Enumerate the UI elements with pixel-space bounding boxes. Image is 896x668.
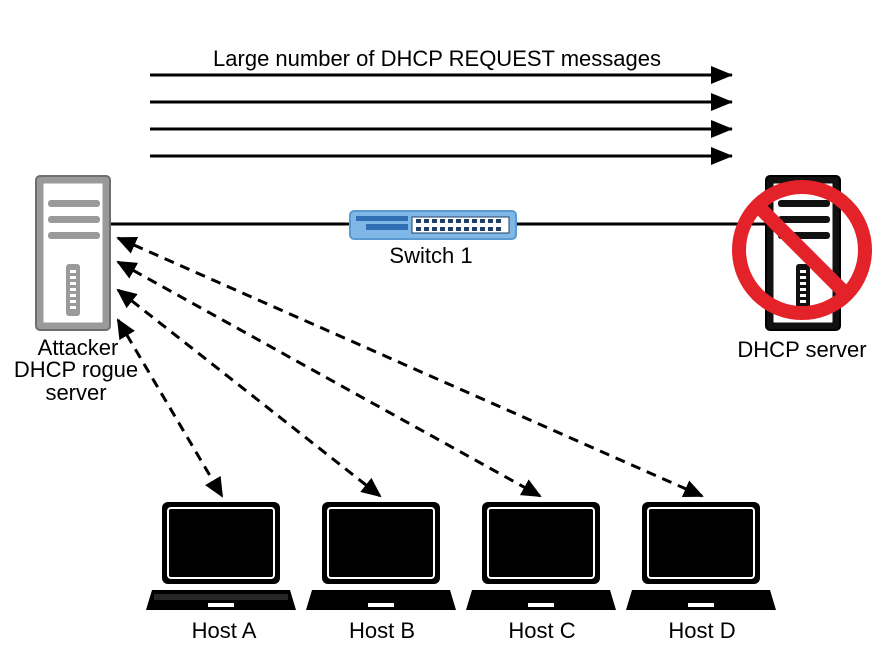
laptop-icon (146, 502, 296, 610)
attacker-label-line2: DHCP rogue (14, 357, 138, 382)
laptop-icon (626, 502, 776, 610)
host-label: Host B (349, 618, 415, 643)
rogue-dhcp-exchanges (116, 236, 704, 498)
laptop-icon (466, 502, 616, 610)
host-label: Host D (668, 618, 735, 643)
host-label: Host A (192, 618, 257, 643)
host-label: Host C (508, 618, 575, 643)
attacker-label-line1: Attacker (38, 335, 119, 360)
request-messages-label: Large number of DHCP REQUEST messages (213, 46, 661, 71)
switch-label: Switch 1 (389, 243, 472, 268)
prohibited-icon (732, 180, 872, 320)
attacker-server-icon (35, 175, 111, 331)
laptop-icon (306, 502, 456, 610)
network-switch-icon (349, 210, 517, 240)
request-arrows (150, 66, 733, 165)
exchange-arrow-host-a (116, 318, 224, 498)
exchange-arrow-host-d (116, 236, 704, 498)
dhcp-server-label: DHCP server (737, 337, 866, 362)
attacker-label-line3: server (45, 380, 106, 405)
exchange-arrow-host-b (116, 288, 382, 498)
exchange-arrow-host-c (116, 260, 542, 498)
